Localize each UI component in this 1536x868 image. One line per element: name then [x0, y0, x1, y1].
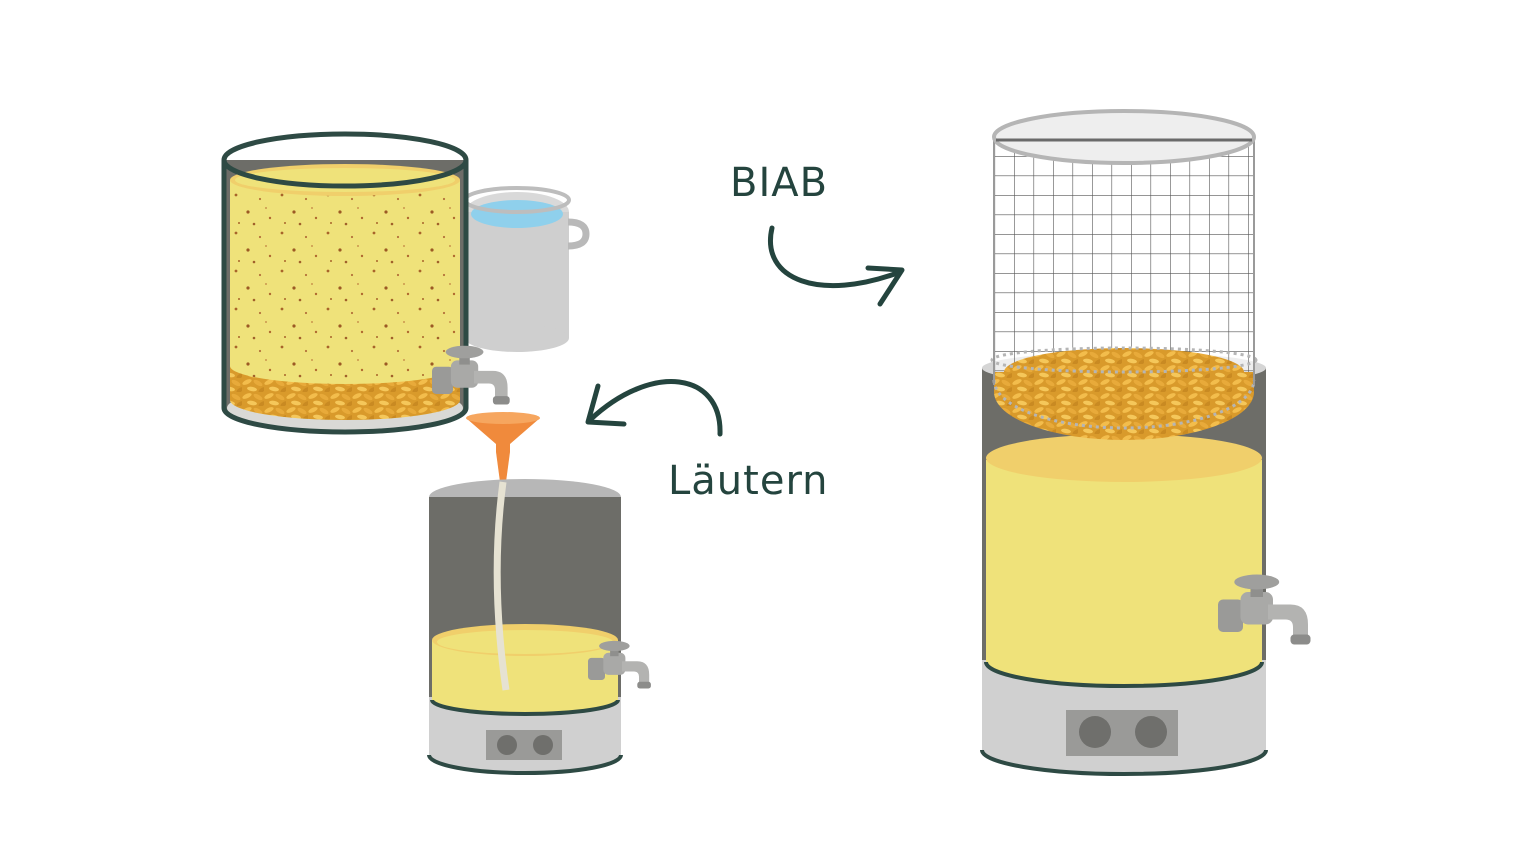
- grain-basket-icon: [990, 109, 1258, 440]
- boil-kettle-icon: [427, 479, 651, 775]
- mash-tun-icon: [221, 131, 510, 435]
- lautern-label: Läutern: [668, 458, 829, 504]
- arrow-to-biab-head-icon: [865, 265, 905, 307]
- arrow-to-lautern-icon: [587, 379, 723, 437]
- biab-label: BIAB: [730, 160, 829, 206]
- arrow-to-biab-icon: [768, 225, 903, 288]
- water-pot-icon: [463, 186, 590, 352]
- arrow-to-lautern-head-icon: [585, 383, 627, 427]
